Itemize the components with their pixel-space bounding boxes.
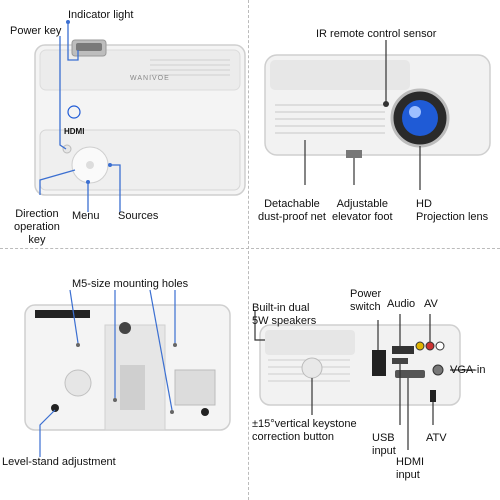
label-indicator-light: Indicator light (68, 9, 134, 21)
label-keystone-line1: ±15°vertical keystone (252, 418, 357, 430)
divider-vertical (248, 0, 249, 500)
label-sources: Sources (118, 210, 159, 222)
panel-top-panel: Indicator light Power key WANIVOE HDMI D… (0, 0, 250, 250)
panel-bottom-left: M5-size mounting holes Level-stand adjus… (0, 250, 250, 500)
label-direction-key-line3: key (28, 234, 46, 246)
label-keystone: ±15°vertical keystone correction button (252, 418, 357, 444)
projector-bottom-view (24, 289, 231, 457)
label-keystone-line2: correction button (252, 431, 334, 443)
label-direction-key-line1: Direction (15, 208, 59, 220)
label-speakers-line1: Built-in dual (252, 302, 310, 314)
label-usb-input: USB input (372, 432, 396, 458)
label-mounting-holes: M5-size mounting holes (72, 278, 189, 290)
projector-top-view (34, 20, 246, 212)
panel-top-right: IR remote control sensor Detachable dust… (250, 0, 500, 250)
label-audio: Audio (387, 298, 416, 310)
label-power-key: Power key (10, 25, 62, 37)
label-level-stand: Level-stand adjustment (2, 456, 116, 468)
label-av: AV (424, 298, 438, 310)
label-dust-net-line2: dust-proof net (258, 211, 326, 223)
label-atv: ATV (426, 432, 447, 444)
projector-rear-view (254, 310, 475, 450)
label-power-switch-line2: switch (350, 301, 381, 313)
label-usb-input-line2: input (372, 445, 396, 457)
label-vga-in: VGA-in (450, 364, 486, 376)
label-power-switch-line1: Power (350, 288, 382, 300)
label-dust-net-line1: Detachable (264, 198, 320, 210)
label-brand: WANIVOE (130, 75, 170, 82)
label-ir-sensor: IR remote control sensor (316, 28, 437, 40)
label-usb-input-line1: USB (372, 432, 395, 444)
label-direction-key: Direction operation key (14, 208, 60, 247)
label-power-switch: Power switch (350, 288, 381, 314)
label-dust-net: Detachable dust-proof net (258, 198, 326, 224)
label-elevator-foot: Adjustable elevator foot (332, 198, 393, 224)
label-hdmi-logo: HDMI (64, 127, 85, 136)
panel-bottom-right: Power switch Built-in dual 5W speakers A… (250, 250, 500, 500)
divider-horizontal (0, 248, 500, 249)
label-hdmi-input-line1: HDMI (396, 456, 425, 468)
projector-front-view (264, 40, 491, 190)
label-speakers: Built-in dual 5W speakers (252, 302, 316, 328)
label-speakers-line2: 5W speakers (252, 315, 317, 327)
label-projection-lens-line1: HD (416, 198, 432, 210)
label-projection-lens: HD Projection lens (416, 198, 488, 224)
label-hdmi-input-line2: input (396, 469, 420, 481)
label-elevator-foot-line1: Adjustable (336, 198, 388, 210)
label-menu: Menu (72, 210, 100, 222)
label-hdmi-input: HDMI input (396, 456, 424, 482)
label-direction-key-line2: operation (14, 221, 60, 233)
label-projection-lens-line2: Projection lens (416, 211, 489, 223)
label-elevator-foot-line2: elevator foot (332, 211, 393, 223)
